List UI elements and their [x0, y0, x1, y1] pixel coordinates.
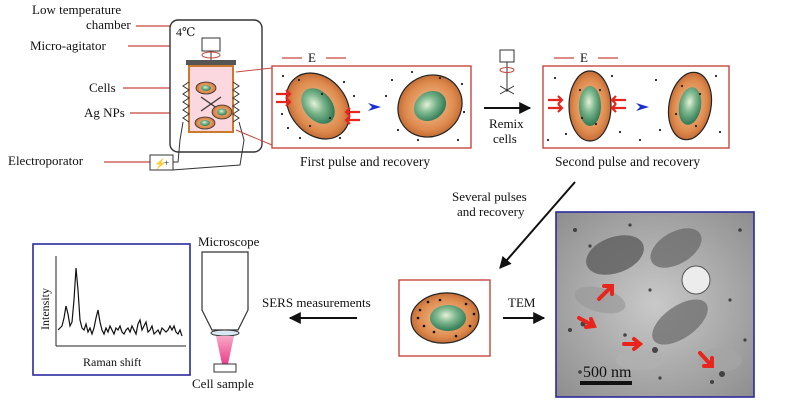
remix-label-line1: Remix: [489, 116, 524, 131]
second-pulse-caption: Second pulse and recovery: [555, 154, 700, 169]
scale-bar: [580, 381, 632, 385]
lightning-icon: ⚡: [154, 157, 166, 170]
nanoparticle-pointer-arrow-icon: [597, 284, 614, 301]
remix-label-line2: cells: [493, 131, 517, 146]
electroporator-unit: [149, 154, 174, 171]
ag-nanoparticles: [546, 74, 722, 142]
raman-spectrum-line: [57, 267, 183, 337]
nanoparticle-pointer-arrow-icon: [698, 351, 714, 368]
objective-lens-tip: [210, 329, 240, 337]
micro-agitator-label: Micro-agitator: [30, 38, 106, 53]
pore-arrow-icon: [276, 89, 292, 99]
raman-shift-axis-label: Raman shift: [83, 355, 142, 369]
electroporator-label: Electroporator: [8, 153, 84, 168]
objective-lens-body: [201, 251, 249, 331]
cells-label: Cells: [89, 80, 116, 95]
ag-nps-label: Ag NPs: [84, 105, 125, 120]
first-pulse-caption: First pulse and recovery: [300, 154, 430, 169]
right-electrode-coil: [232, 81, 240, 123]
cell-recovered: [397, 74, 463, 138]
pore-arrow-icon: [344, 115, 360, 125]
mini-cell: [211, 104, 233, 120]
nanoparticle-pointer-arrow-icon: [622, 337, 644, 351]
mini-cell: [194, 116, 216, 130]
field-e-label: E: [308, 50, 316, 65]
cuvette-lid: [186, 60, 236, 65]
remix-agitator-motor: [499, 49, 515, 63]
progress-arrow-icon: [368, 103, 381, 111]
progress-arrow-icon: [636, 103, 649, 111]
wire-right: [171, 121, 245, 171]
pore-arrow-icon: [548, 103, 564, 113]
pore-arrow-icon: [610, 103, 626, 113]
sers-measurements-label: SERS measurements: [262, 295, 371, 310]
wire-left: [172, 121, 184, 163]
apparatus: Low temperature chamber Micro-agitator C…: [8, 2, 273, 171]
pore-arrow-icon: [548, 95, 564, 105]
plus-sign-icon: +: [164, 158, 169, 168]
loaded-cell-panel: [398, 279, 491, 357]
pore-arrow-icon: [610, 95, 626, 105]
left-electrode-coil: [182, 81, 190, 123]
zoom-line-bottom: [235, 129, 273, 146]
pore-arrow-icon: [344, 107, 360, 117]
intensity-axis-label: Intensity: [38, 288, 52, 330]
cell-under-pulse: [285, 72, 351, 140]
tem-micrograph: 500 nm: [555, 211, 755, 398]
low-temp-chamber-label-line1: Low temperature: [32, 2, 121, 17]
cell-under-pulse: [568, 70, 612, 142]
rotation-icon: [499, 67, 515, 73]
several-pulses-arrow-icon: [499, 181, 576, 269]
second-pulse-panel: E Second pulse and recovery: [542, 50, 730, 169]
light-beam: [216, 336, 234, 364]
first-pulse-panel: E First pulse and recover: [271, 50, 472, 169]
raman-spectrum-panel: Intensity Raman shift: [32, 243, 191, 376]
several-pulses-step: Several pulses and recovery: [452, 181, 576, 269]
spectrum-frame: [32, 243, 191, 376]
cell-sample-label: Cell sample: [192, 376, 254, 391]
several-pulses-line1: Several pulses: [452, 189, 527, 204]
low-temp-chamber-label-line2: chamber: [86, 17, 131, 32]
microscope-label: Microscope: [198, 234, 260, 249]
scale-bar-label: 500 nm: [583, 364, 632, 381]
zoom-line-top: [235, 67, 273, 73]
tem-label: TEM: [508, 295, 536, 310]
micro-agitator-motor: [201, 37, 221, 52]
microscope: Microscope Cell sample: [192, 234, 260, 391]
several-pulses-line2: and recovery: [457, 204, 525, 219]
cell-recovered: [667, 71, 713, 141]
nanoparticle-pointer-arrow-icon: [577, 316, 597, 329]
rotation-icon: [201, 51, 221, 59]
field-e-label: E: [580, 50, 588, 65]
cell-sample-slide: [213, 363, 237, 373]
ag-nanoparticles: [280, 70, 466, 142]
mini-cell: [195, 81, 217, 95]
loaded-cell: [410, 292, 480, 344]
remix-step: Remix cells: [484, 49, 532, 146]
temperature-label: 4℃: [176, 25, 195, 39]
pore-arrow-icon: [276, 97, 292, 107]
